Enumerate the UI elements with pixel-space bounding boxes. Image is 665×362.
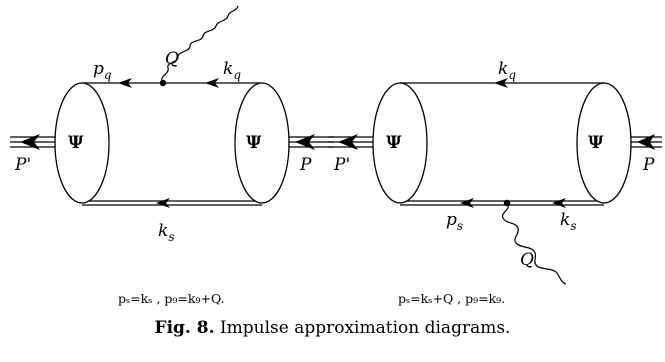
right-blob-left — [372, 82, 428, 204]
figure-caption: Fig. 8. Impulse approximation diagrams. — [0, 318, 665, 338]
right-blob-left-label: Ψ — [386, 133, 402, 153]
left-photon-label: Q — [165, 49, 179, 69]
right-photon-label: Q — [520, 250, 534, 270]
right-bottom-right-label: ks — [560, 210, 576, 233]
right2-left-ext-arrow — [338, 134, 358, 150]
left-top-right-label: kq — [223, 59, 241, 82]
right-blob-right — [576, 82, 632, 204]
right-incoming-momentum: P — [642, 155, 655, 175]
left-photon-line — [161, 5, 239, 84]
left-top-arrow-left — [118, 78, 132, 88]
left-bottom-arrow — [156, 198, 170, 208]
right-blob-right-label: Ψ — [588, 133, 604, 153]
left-outgoing-momentum: P' — [14, 155, 31, 175]
caption-text: Impulse approximation diagrams. — [214, 318, 511, 338]
right-bottom-arrow-right — [552, 198, 566, 208]
left-diagram: Q pq kq ks Ψ Ψ P' P — [10, 5, 334, 244]
left-blob-left-label: Ψ — [68, 133, 84, 153]
left-equation: pₛ=kₛ , p₉=k₉+Q. — [118, 291, 225, 306]
left-incoming-momentum: P — [299, 155, 312, 175]
right-bottom-left-label: ps — [446, 210, 463, 233]
left-ext-arrow — [20, 134, 40, 150]
right-ext-arrow — [295, 134, 315, 150]
right-diagram: kq ps ks Q Ψ Ψ P' P — [328, 59, 662, 285]
right-photon-line — [501, 202, 567, 285]
left-top-left-label: pq — [93, 59, 112, 82]
right-top-arrow — [494, 78, 508, 88]
left-blob-left — [54, 82, 110, 204]
left-top-arrow-right — [205, 78, 219, 88]
right-top-label: kq — [498, 59, 516, 82]
left-bottom-label: ks — [158, 221, 174, 244]
left-blob-right — [234, 82, 290, 204]
right-equation: pₛ=kₛ+Q , p₉=k₉. — [398, 291, 506, 306]
caption-label: Fig. 8. — [154, 318, 215, 338]
left-blob-right-label: Ψ — [246, 133, 262, 153]
right-outgoing-momentum: P' — [333, 155, 350, 175]
right-bottom-arrow-left — [460, 198, 474, 208]
right2-right-ext-arrow — [637, 134, 655, 150]
